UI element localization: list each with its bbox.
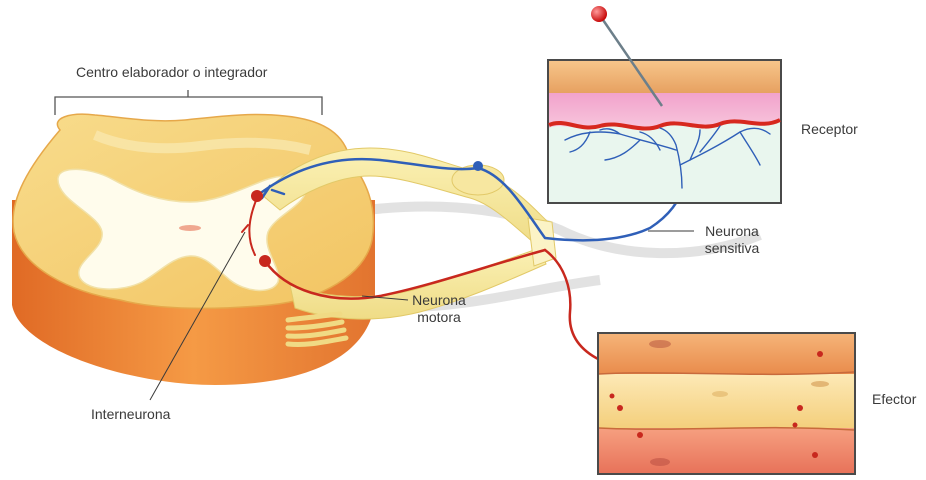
motor-neuron-label-line1: Neurona — [408, 292, 470, 309]
receptor-label: Receptor — [801, 121, 858, 138]
interneuron-cell-body — [251, 190, 263, 202]
sensory-cell-body — [473, 161, 483, 171]
receptor-skin-panel — [548, 60, 781, 203]
effector-muscle-panel — [598, 333, 855, 474]
effector-label: Efector — [872, 391, 916, 408]
sensory-neuron-label-line2: sensitiva — [700, 240, 764, 257]
interneuron-label: Interneurona — [91, 406, 170, 423]
sensory-neuron-label: Neurona sensitiva — [700, 223, 764, 257]
motor-neuron-label: Neurona motora — [408, 292, 470, 326]
sensory-neuron-label-line1: Neurona — [700, 223, 764, 240]
motor-neuron-label-line2: motora — [408, 309, 470, 326]
integrator-label: Centro elaborador o integrador — [76, 64, 267, 81]
integrator-bracket — [55, 90, 322, 115]
central-canal — [179, 225, 201, 231]
